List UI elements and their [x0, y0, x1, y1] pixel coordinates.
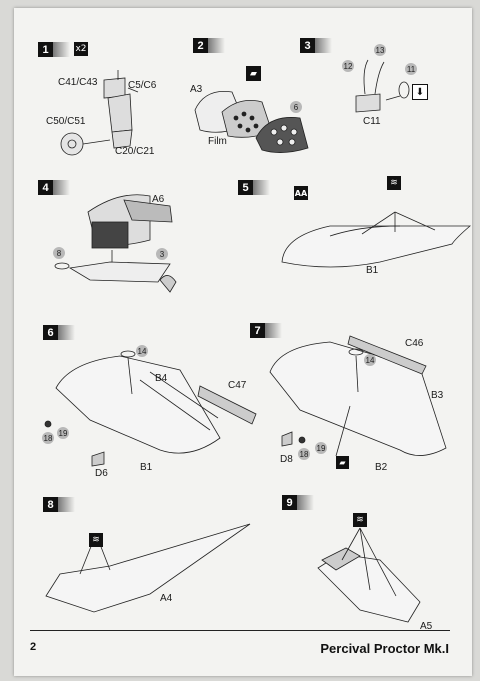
part-callout: 14: [136, 345, 148, 357]
footer-rule: [30, 630, 450, 631]
part-callout: 6: [290, 101, 302, 113]
part-label: C5/C6: [128, 80, 157, 91]
step-5-header: 5: [238, 180, 270, 195]
quantity-badge: x2: [74, 42, 88, 56]
cockpit-floor-drawing: [54, 194, 177, 293]
step-7-header: 7: [250, 323, 282, 338]
part-label: A5: [420, 621, 433, 632]
part-label: C20/C21: [115, 146, 155, 157]
seat-drawing: [60, 70, 139, 156]
step-4-header: 4: [38, 180, 70, 195]
lower-wing-drawing: [281, 211, 472, 268]
step-3-header: 3: [300, 38, 332, 53]
part-label: C46: [405, 338, 424, 349]
right-wing-drawing: [44, 350, 257, 467]
instrument-panel-drawing: [194, 91, 309, 153]
part-label: B4: [155, 373, 168, 384]
part-label: A4: [160, 593, 173, 604]
step-8-header: 8: [43, 497, 75, 512]
part-label: D6: [95, 468, 108, 479]
paint-icon: ▰: [246, 66, 261, 81]
part-label: Film: [208, 136, 227, 147]
decal-icon: ≋: [387, 176, 401, 190]
step-1-header: 1: [38, 42, 70, 57]
part-label: C47: [228, 380, 247, 391]
part-label: B1: [140, 462, 153, 473]
part-label: B3: [431, 390, 444, 401]
part-label: D8: [280, 454, 293, 465]
part-callout: 18: [298, 448, 310, 460]
kit-title: Percival Proctor Mk.I: [320, 641, 449, 656]
fuselage-floor-drawing: [45, 523, 251, 613]
glue-icon: AA: [294, 186, 308, 200]
decal-icon: ≋: [89, 533, 103, 547]
part-label: C41/C43: [58, 77, 98, 88]
page-number: 2: [30, 641, 37, 653]
part-callout: 18: [42, 432, 54, 444]
step-9-header: 9: [282, 495, 314, 510]
part-callout: 13: [374, 44, 386, 56]
arrow-down-icon: ⬇: [412, 84, 428, 100]
seat-frame-drawing: [317, 527, 421, 623]
decal-icon: ≋: [353, 513, 367, 527]
part-callout: 14: [364, 354, 376, 366]
part-label: C50/C51: [46, 116, 86, 127]
part-label: A3: [190, 84, 203, 95]
control-column-drawing: [355, 59, 410, 113]
part-callout: 3: [156, 248, 168, 260]
part-callout: 11: [405, 63, 417, 75]
part-callout: 12: [342, 60, 354, 72]
part-label: B1: [366, 265, 379, 276]
paint-icon: ▰: [336, 456, 349, 469]
part-callout: 8: [53, 247, 65, 259]
part-callout: 19: [315, 442, 327, 454]
part-label: A6: [152, 194, 165, 205]
step-2-header: 2: [193, 38, 225, 53]
part-callout: 19: [57, 427, 69, 439]
part-label: B2: [375, 462, 388, 473]
left-wing-drawing: [269, 335, 447, 457]
part-label: C11: [363, 116, 381, 127]
step-6-header: 6: [43, 325, 75, 340]
